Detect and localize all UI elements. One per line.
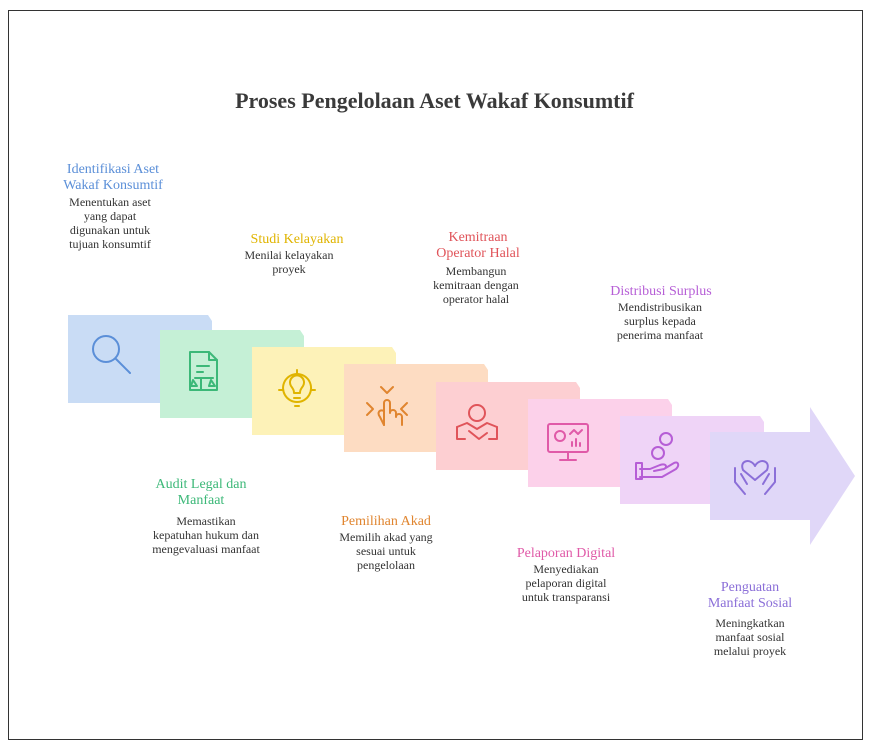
step-description-line: Memilih akad yang — [339, 530, 433, 544]
step-description-line: Mendistribusikan — [618, 300, 702, 314]
step-description-line: surplus kepada — [624, 314, 696, 328]
step-description-line: operator halal — [442, 292, 510, 306]
heart-hands-icon — [734, 460, 776, 495]
step-description-line: penerima manfaat — [616, 328, 704, 342]
arrow-head-block — [710, 407, 855, 545]
step-title-line: Kemitraan — [448, 230, 508, 245]
step-title-line: Audit Legal dan — [155, 477, 247, 492]
step-title-line: Operator Halal — [436, 246, 520, 261]
monitor-chart-icon — [547, 423, 589, 461]
step-title-4: Pemilihan Akad — [296, 514, 476, 530]
step-description-line: sesuai untuk — [356, 544, 416, 558]
step-title-3: Studi Kelayakan — [207, 232, 387, 248]
search-icon — [92, 335, 131, 374]
step-title-line: Penguatan — [720, 580, 780, 595]
step-description-line: mengevaluasi manfaat — [152, 542, 260, 556]
step-description-line: untuk transparansi — [521, 590, 611, 604]
handshake-icon — [456, 404, 498, 440]
step-title-line: Pelaporan Digital — [516, 546, 616, 561]
step-title-line: Identifikasi Aset — [66, 162, 160, 177]
diagram-title: Proses Pengelolaan Aset Wakaf Konsumtif — [235, 88, 634, 113]
step-description-line: Membangun — [445, 264, 507, 278]
step-title-line: Manfaat — [177, 493, 225, 508]
step-description-line: Menyediakan — [533, 562, 599, 576]
step-description-line: Menentukan aset — [69, 195, 151, 209]
step-description-line: Menilai kelayakan — [244, 248, 334, 262]
step-description-line: tujuan konsumtif — [69, 237, 151, 251]
step-title-line: Wakaf Konsumtif — [63, 178, 163, 193]
step-title-line: Distribusi Surplus — [610, 284, 712, 299]
step-description-line: proyek — [272, 262, 306, 276]
hand-tap-icon — [366, 386, 408, 426]
step-title-6: Pelaporan Digital — [476, 546, 656, 562]
legal-document-icon — [189, 351, 218, 391]
step-title-line: Studi Kelayakan — [250, 232, 344, 247]
step-description-line: kemitraan dengan — [433, 278, 519, 292]
step-block-8 — [710, 407, 855, 545]
step-description-line: manfaat sosial — [715, 630, 785, 644]
step-description-line: Meningkatkan — [715, 616, 785, 630]
step-description-line: yang dapat — [83, 209, 137, 223]
step-description-line: kepatuhan hukum dan — [153, 528, 259, 542]
step-description-line: Memastikan — [176, 514, 236, 528]
step-title-7: Distribusi Surplus — [571, 284, 751, 300]
lightbulb-gear-icon — [278, 369, 316, 407]
step-description-line: pengelolaan — [357, 558, 415, 572]
step-description-line: melalui proyek — [713, 644, 787, 658]
step-title-line: Manfaat Sosial — [707, 596, 793, 611]
step-description-line: digunakan untuk — [69, 223, 151, 237]
step-description-line: pelaporan digital — [525, 576, 607, 590]
step-title-line: Pemilihan Akad — [341, 514, 431, 529]
hand-coins-icon — [635, 432, 680, 480]
